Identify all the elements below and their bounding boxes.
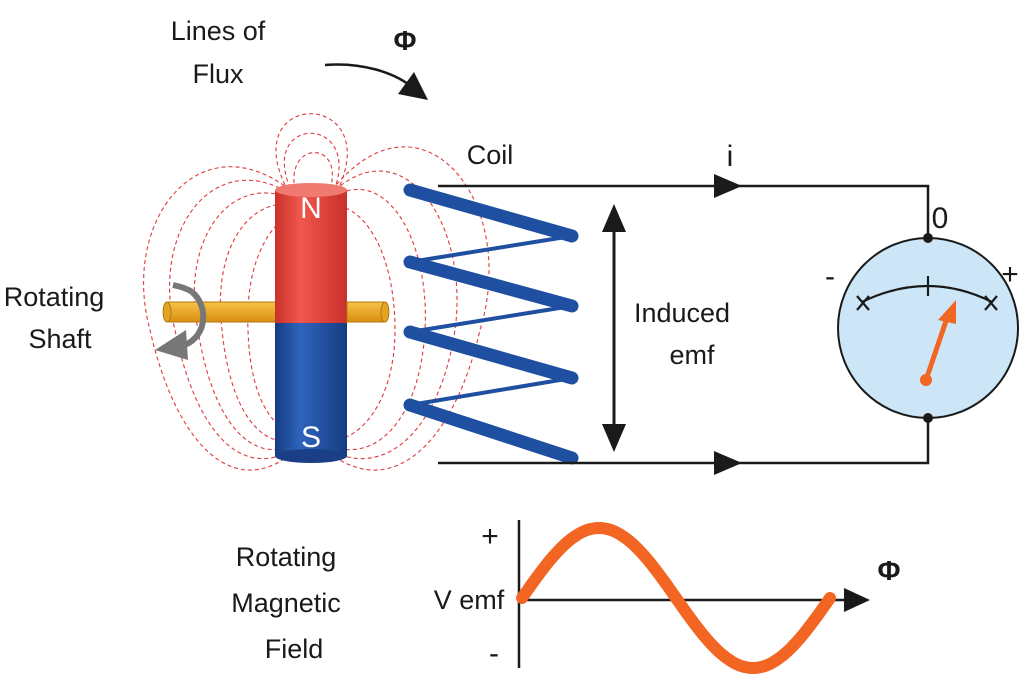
circuit-wires (438, 184, 930, 465)
label-magnetic: Magnetic (231, 588, 341, 618)
emf-graph (516, 520, 870, 675)
rotation-arrow (183, 289, 207, 348)
meter-needle (923, 315, 950, 383)
label-induced: Induced (634, 298, 730, 328)
current-arrow-bottom (714, 451, 742, 475)
magnet-north-pole (275, 190, 347, 323)
label-meter-zero: 0 (932, 202, 949, 235)
label-graph-minus: - (489, 637, 499, 670)
meter-face (837, 237, 1019, 419)
emf-sine-curve (516, 521, 836, 675)
label-graph-y: V emf (434, 585, 505, 615)
flux-direction-arrowhead (398, 72, 428, 100)
label-meter-plus: + (1001, 258, 1019, 291)
rotation-arrowhead (155, 330, 188, 360)
label-graph-plus: + (481, 520, 499, 553)
galvanometer (837, 233, 1019, 423)
shaft-end (162, 301, 172, 323)
label-lines-of-flux: Lines of (171, 16, 266, 46)
magnet-south-pole (275, 323, 347, 456)
label-current: i (727, 140, 734, 173)
label-meter-minus: - (825, 260, 835, 293)
label-rotating-shaft: Rotating (4, 282, 105, 312)
magnet-south-label: S (301, 421, 321, 454)
coil (403, 183, 579, 465)
label-flux: Flux (192, 59, 244, 89)
rotation-arrow-tail (172, 282, 194, 295)
label-emf: emf (669, 340, 715, 370)
label-field: Field (265, 634, 324, 664)
current-arrow-top (714, 174, 742, 198)
label-shaft: Shaft (28, 324, 92, 354)
magnet-north-label: N (300, 192, 322, 225)
label-coil: Coil (467, 140, 514, 170)
label-graph-x: Φ (878, 555, 901, 586)
meter-terminal-bottom (923, 413, 933, 423)
meter-terminal-top (923, 233, 933, 243)
flux-direction-arrow (324, 63, 414, 89)
label-rotating: Rotating (236, 542, 337, 572)
bar-magnet: N S (275, 183, 347, 463)
label-phi-top: Φ (394, 25, 417, 56)
